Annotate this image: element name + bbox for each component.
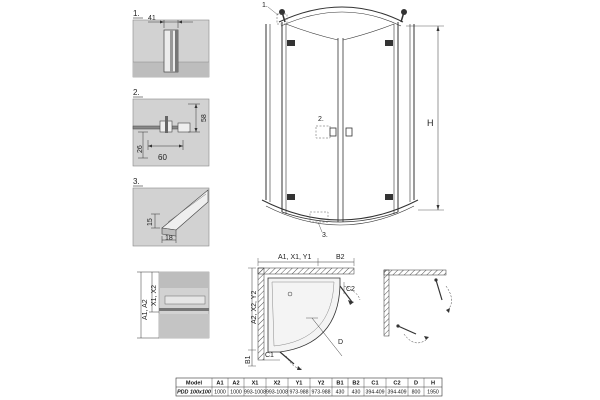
front-view: 1. 2. 3. H bbox=[261, 2, 444, 239]
table-cell: 394-409 bbox=[365, 389, 384, 395]
front-callout-3: 3. bbox=[322, 232, 328, 239]
table-cell: 800 bbox=[412, 389, 421, 395]
table-header-cell: A1 bbox=[216, 380, 223, 386]
hinge-upper-left bbox=[287, 40, 295, 46]
table-cell: 973-988 bbox=[289, 389, 308, 395]
table-cell: 394-409 bbox=[387, 389, 406, 395]
table-cell: 430 bbox=[352, 389, 361, 395]
callout-box-2 bbox=[315, 125, 331, 139]
detail-4: A1, A2 X1, X2 bbox=[137, 271, 210, 339]
table-header-cell: B2 bbox=[352, 380, 359, 386]
table-header-cell: B1 bbox=[336, 380, 343, 386]
detail-2: 2. 58 26 60 bbox=[132, 88, 210, 167]
table-cell: PDD 100x100 bbox=[177, 389, 211, 395]
handle-right bbox=[345, 127, 353, 137]
plan-d-label: D bbox=[338, 339, 343, 346]
detail-3: 3. 15 18 bbox=[132, 177, 210, 247]
handle-left bbox=[329, 127, 337, 137]
table-header-cell: H bbox=[431, 380, 435, 386]
table-header-cell: X2 bbox=[274, 380, 281, 386]
height-label: H bbox=[427, 118, 434, 128]
table-cell: 1950 bbox=[427, 389, 439, 395]
table-header-cell: X1 bbox=[252, 380, 259, 386]
detail-1-number: 1. bbox=[133, 9, 140, 18]
table-cell: 430 bbox=[336, 389, 345, 395]
detail-3-dim-a: 15 bbox=[147, 218, 154, 226]
table-cell: 1000 bbox=[214, 389, 226, 395]
detail-1: 1. 41 bbox=[132, 9, 210, 78]
plan-top-right-dim: B2 bbox=[336, 254, 345, 261]
table-header-cell: A2 bbox=[232, 380, 239, 386]
plan-view: D A1, X1, Y1 B2 A2, X2, Y2 B1 C1 C2 bbox=[245, 254, 361, 370]
detail-4-dim-a: A1, A2 bbox=[142, 299, 149, 320]
detail-3-panel bbox=[132, 187, 210, 247]
plan-tray bbox=[267, 277, 341, 353]
table-header-cell: C1 bbox=[371, 380, 378, 386]
detail-4-dim-b: X1, X2 bbox=[151, 285, 158, 306]
swing-wall-left bbox=[383, 269, 390, 337]
table-cell: 1000 bbox=[230, 389, 242, 395]
plan-view-swing bbox=[383, 269, 452, 344]
table-header-cell: D bbox=[414, 380, 418, 386]
detail-2-dim-height: 58 bbox=[201, 114, 208, 122]
front-callout-2: 2. bbox=[318, 116, 324, 123]
detail-2-panel bbox=[132, 98, 210, 167]
detail-3-number: 3. bbox=[133, 177, 140, 186]
callout-box-1 bbox=[276, 13, 288, 25]
table-cell: 993-1008 bbox=[266, 389, 288, 395]
table-cell: 993-1008 bbox=[244, 389, 266, 395]
plan-left-dim: A2, X2, Y2 bbox=[251, 291, 258, 324]
table-header-cell: Y2 bbox=[318, 380, 325, 386]
table-header-cell: Model bbox=[186, 380, 203, 386]
callout-box-3 bbox=[309, 211, 329, 223]
swing-wall-top bbox=[383, 269, 447, 276]
plan-bottom-left-dim: B1 bbox=[245, 355, 252, 364]
detail-1-dim: 41 bbox=[148, 15, 156, 22]
table-header-cell: C2 bbox=[393, 380, 400, 386]
plan-wall-left bbox=[257, 267, 265, 361]
plan-c1-label: C1 bbox=[265, 352, 274, 359]
plan-top-dim: A1, X1, Y1 bbox=[278, 254, 311, 261]
plan-c2-label: C2 bbox=[346, 286, 355, 293]
plan-wall-top bbox=[257, 267, 355, 275]
table-header-cell: Y1 bbox=[296, 380, 303, 386]
hinge-lower-left bbox=[287, 194, 295, 200]
detail-2-dim-base: 26 bbox=[137, 145, 144, 153]
front-callout-1: 1. bbox=[262, 2, 268, 9]
hinge-upper-right bbox=[385, 40, 393, 46]
detail-3-dim-b: 18 bbox=[165, 235, 173, 242]
detail-2-number: 2. bbox=[133, 88, 140, 97]
detail-2-dim-width: 60 bbox=[158, 153, 167, 162]
table-cell: 973-988 bbox=[311, 389, 330, 395]
hinge-lower-right bbox=[385, 194, 393, 200]
